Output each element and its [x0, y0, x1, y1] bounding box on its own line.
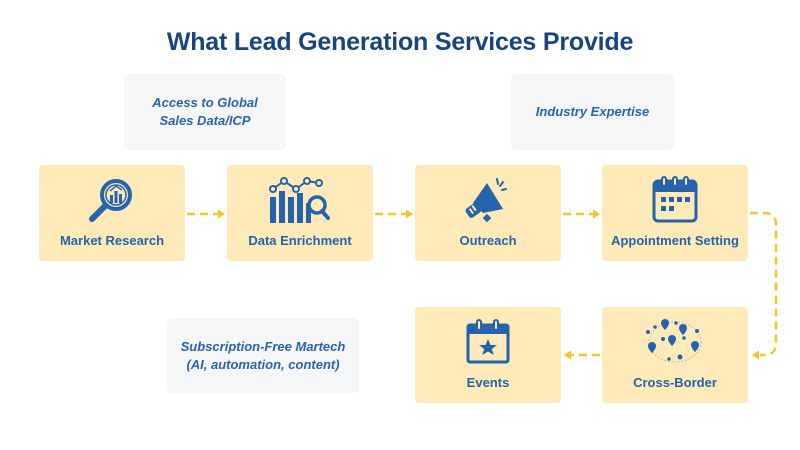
step-label: Market Research — [59, 233, 165, 248]
calendar-icon — [652, 176, 698, 223]
calendar-star-icon — [466, 319, 510, 364]
step-cross-border: Cross-Border — [602, 307, 748, 403]
step-market-research: Market Research — [39, 165, 185, 261]
step-label: Events — [466, 375, 510, 390]
note-line: Industry Expertise — [535, 104, 650, 119]
note-industry-expertise: Industry Expertise — [511, 74, 674, 150]
note-line: Access to Global — [152, 95, 258, 110]
bar-chart-search-icon — [269, 177, 330, 223]
step-label: Outreach — [459, 233, 517, 248]
step-label: Appointment Setting — [611, 233, 739, 248]
step-data-enrichment: Data Enrichment — [227, 165, 373, 261]
step-events: Events — [415, 307, 561, 403]
megaphone-icon — [465, 178, 507, 223]
step-appointment-setting: Appointment Setting — [602, 165, 748, 261]
step-outreach: Outreach — [415, 165, 561, 261]
note-martech: Subscription-Free Martech (AI, automation… — [167, 318, 359, 393]
magnifier-chart-icon — [89, 179, 132, 222]
map-pins-network-icon — [646, 319, 702, 363]
page-title: What Lead Generation Services Provide — [166, 28, 634, 56]
note-line: (AI, automation, content) — [186, 356, 340, 372]
step-label: Data Enrichment — [248, 233, 352, 248]
note-line: Sales Data/ICP — [159, 113, 251, 128]
step-label: Cross-Border — [633, 375, 717, 390]
note-line: Subscription-Free Martech — [180, 338, 346, 354]
